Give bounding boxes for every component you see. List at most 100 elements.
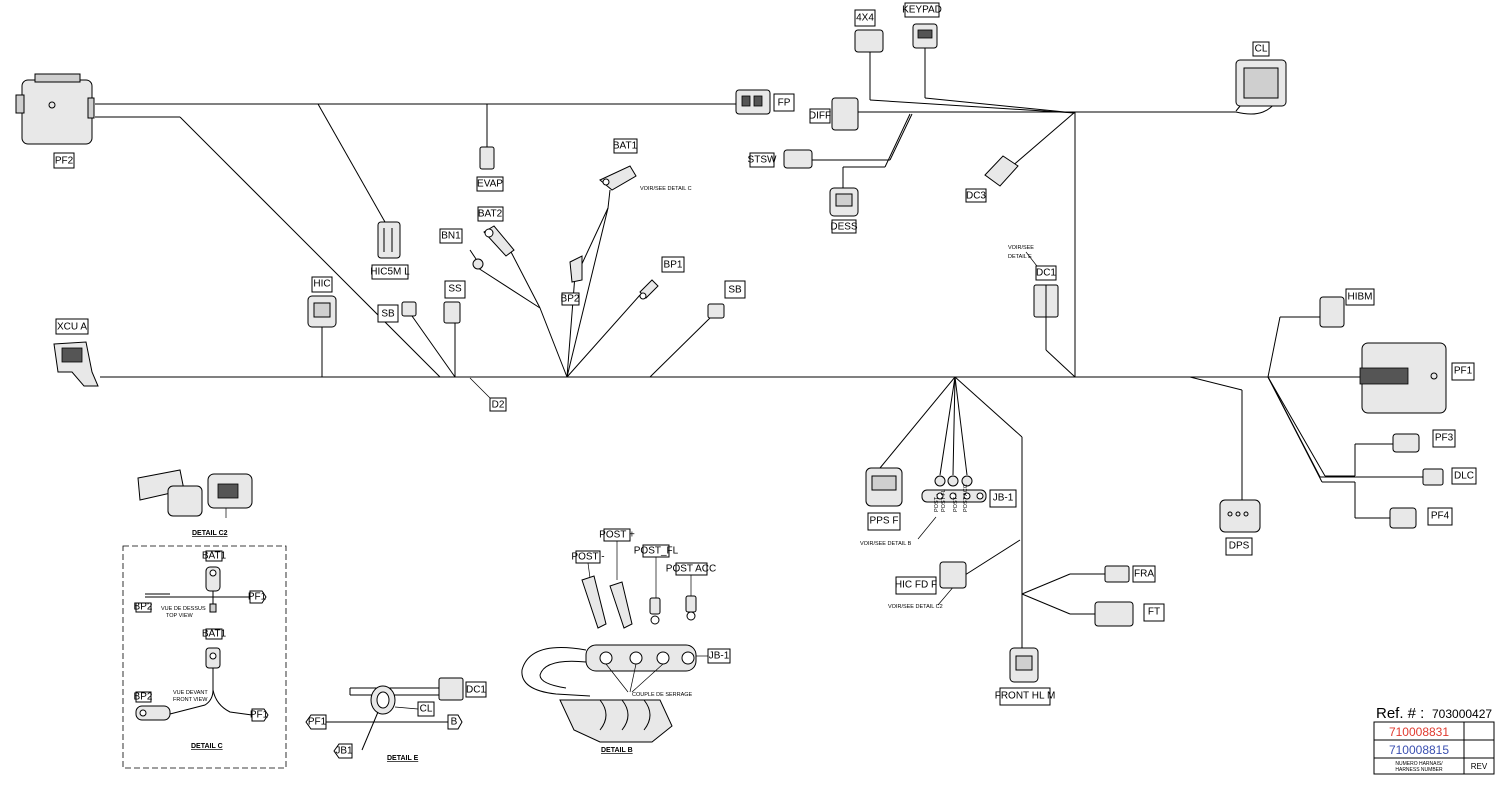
label-dc3: DC3 <box>966 191 986 202</box>
diff-connector <box>831 97 859 131</box>
label-dps: DPS <box>1229 541 1250 552</box>
label-dlc: DLC <box>1454 471 1474 482</box>
dps-connector <box>1219 499 1261 533</box>
ft-connector <box>1094 601 1134 627</box>
main-wires <box>95 48 1423 648</box>
fra-connector <box>1104 565 1130 583</box>
label-front-hl-m: FRONT HL M <box>995 691 1056 702</box>
ss-connector <box>443 301 461 324</box>
hic5m-l-connector <box>377 221 401 259</box>
bat1-lug <box>599 165 637 209</box>
evap-connector <box>479 146 495 170</box>
label-pf3: PF3 <box>1435 433 1454 444</box>
label-hic: HIC <box>313 279 330 290</box>
label-bn1: BN1 <box>441 231 461 242</box>
detail-b-jb1: JB-1 <box>709 651 730 662</box>
detail-c-bp2-top: BP2 <box>134 602 153 613</box>
harness-footer-en: HARNESS NUMBER <box>1395 767 1443 773</box>
note-post-acc: POST ACC <box>963 484 969 512</box>
dc1-connector <box>1033 284 1059 318</box>
note-dc1-detail-2: DETAIL E <box>1008 254 1032 260</box>
detail-b-post-minus: POST - <box>571 552 604 563</box>
detail-c-title: DETAIL C <box>191 743 223 750</box>
detail-e-pf1: PF1 <box>308 717 327 728</box>
label-stsw: STSW <box>748 155 777 166</box>
cl-connector <box>1235 59 1287 107</box>
note-dc1-detail-1: VOIR/SEE <box>1008 245 1034 251</box>
hic-fd-f-connector <box>939 561 967 589</box>
harness-number-1: 710008831 <box>1389 725 1449 739</box>
fp-connector <box>735 89 771 115</box>
detail-e: DC1 CL B PF1 JB1 DETAIL E <box>305 677 487 762</box>
detail-c-bat1-top: BAT1 <box>202 551 227 562</box>
label-hic-fd-f: HIC FD F <box>895 580 937 591</box>
detail-c-front-view-en: FRONT VIEW <box>173 697 208 703</box>
pps-f-connector <box>865 467 903 507</box>
label-d2: D2 <box>492 400 505 411</box>
label-pps-f: PPS F <box>870 516 899 527</box>
ref-number: 703000427 <box>1432 707 1492 721</box>
label-fp: FP <box>778 98 791 109</box>
label-diff: DIFF <box>809 111 831 122</box>
detail-e-b: B <box>451 717 458 728</box>
bat2-lug <box>483 225 515 257</box>
dlc-connector <box>1422 468 1444 486</box>
stsw-connector <box>783 149 813 169</box>
bp2-lug <box>569 255 583 283</box>
label-ft: FT <box>1148 607 1160 618</box>
4x4-connector <box>854 29 884 53</box>
detail-c-bp2-front: BP2 <box>134 692 153 703</box>
note-jb1-detail: VOIR/SEE DETAIL B <box>860 541 912 547</box>
label-jb-1: JB-1 <box>993 493 1014 504</box>
label-sb-left: SB <box>381 309 395 320</box>
ref-label: Ref. # : <box>1376 705 1424 722</box>
hic-connector <box>307 295 337 328</box>
detail-b-post-plus: POST + <box>599 530 635 541</box>
detail-c: BAT1 PF1 BP2 VUE DE DESSUS TOP VIEW BAT1… <box>122 545 287 769</box>
detail-e-jb1: JB1 <box>335 746 353 757</box>
connector-labels: PF2 FP EVAP BAT1 VOIR/SEE DETAIL C BAT2 … <box>53 2 1477 706</box>
bp1-lug <box>639 279 659 300</box>
pf1-connector <box>1359 342 1447 414</box>
label-pf4: PF4 <box>1431 511 1450 522</box>
detail-b-torque: COUPLE DE SERRAGE <box>632 692 693 698</box>
label-bat2: BAT2 <box>478 209 503 220</box>
note-post-plus: POST + <box>953 492 959 512</box>
label-fra: FRA <box>1134 569 1154 580</box>
pf3-connector <box>1392 433 1420 453</box>
detail-c-top-view-en: TOP VIEW <box>166 613 194 619</box>
note-post-fl: POST FL <box>941 489 947 512</box>
pf2-connector <box>15 73 95 145</box>
detail-c-bat1-front: BAT1 <box>202 629 227 640</box>
dc3-connector <box>984 155 1019 187</box>
label-ss: SS <box>448 284 462 295</box>
ref-block: Ref. # : 703000427 710008831 710008815 N… <box>1373 705 1495 775</box>
label-cl: CL <box>1255 44 1268 55</box>
pf4-connector <box>1389 507 1417 529</box>
detail-b-title: DETAIL B <box>601 747 633 754</box>
label-bat1: BAT1 <box>613 141 638 152</box>
label-pf2: PF2 <box>55 156 74 167</box>
label-dc1: DC1 <box>1036 268 1056 279</box>
hibm-connector <box>1319 296 1345 328</box>
detail-e-title: DETAIL E <box>387 755 419 762</box>
detail-c-pf1-top: PF1 <box>248 592 267 603</box>
sb-left-connector <box>401 301 417 317</box>
label-xcu-a: XCU A <box>57 322 87 333</box>
dess-connector <box>829 187 859 217</box>
label-bp1: BP1 <box>664 260 683 271</box>
detail-c2-title: DETAIL C2 <box>192 530 228 537</box>
detail-b: POST - POST + POST_FL POST ACC COUPLE DE… <box>521 528 731 754</box>
label-dess: DESS <box>830 222 858 233</box>
sb-right-connector <box>707 303 725 319</box>
xcu-a-connector <box>53 341 99 387</box>
detail-e-dc1: DC1 <box>466 685 486 696</box>
keypad-connector <box>912 23 938 49</box>
bn1-ring <box>469 249 484 270</box>
label-pf1: PF1 <box>1454 366 1473 377</box>
detail-b-post-fl: POST_FL <box>634 546 679 557</box>
label-evap: EVAP <box>477 179 503 190</box>
harness-footer-fr: NUMERO HARNAIS/ <box>1395 761 1443 767</box>
detail-c-top-view-fr: VUE DE DESSUS <box>161 606 206 612</box>
